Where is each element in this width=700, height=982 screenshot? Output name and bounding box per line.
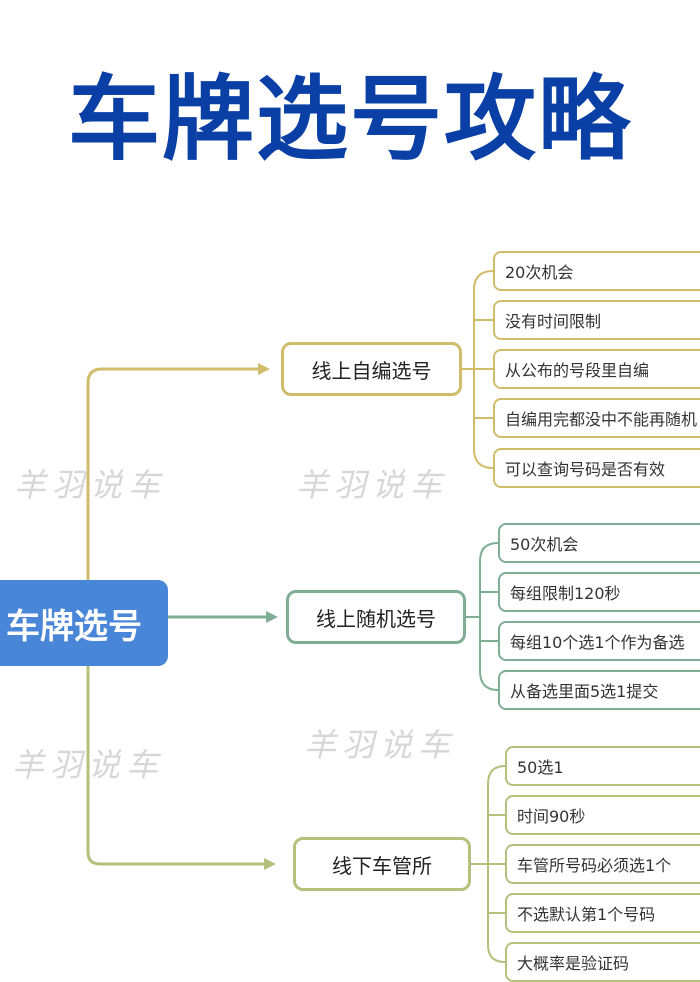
leaf-item: 自编用完都没中不能再随机 [493,398,700,438]
leaf-item: 从备选里面5选1提交 [498,670,700,710]
watermark: 羊羽说车 [296,466,449,504]
root-node: 车牌选号 [0,580,168,666]
leaf-item: 时间90秒 [505,795,700,835]
leaf-item: 50选1 [505,746,700,786]
leaf-item: 大概率是验证码 [505,942,700,982]
branch-offline: 线下车管所 [293,837,471,891]
watermark: 羊羽说车 [12,746,165,784]
leaf-item: 50次机会 [498,523,700,563]
page-title: 车牌选号攻略 [67,66,632,173]
watermark: 羊羽说车 [14,466,167,504]
leaf-item: 车管所号码必须选1个 [505,844,700,884]
leaf-item: 20次机会 [493,251,700,291]
watermark: 羊羽说车 [304,726,457,764]
leaf-item: 可以查询号码是否有效 [493,448,700,488]
leaf-item: 从公布的号段里自编 [493,349,700,389]
branch-online-self: 线上自编选号 [281,342,462,396]
leaf-item: 每组10个选1个作为备选 [498,621,700,661]
branch-online-random: 线上随机选号 [286,590,466,644]
leaf-item: 不选默认第1个号码 [505,893,700,933]
leaf-item: 没有时间限制 [493,300,700,340]
leaf-item: 每组限制120秒 [498,572,700,612]
